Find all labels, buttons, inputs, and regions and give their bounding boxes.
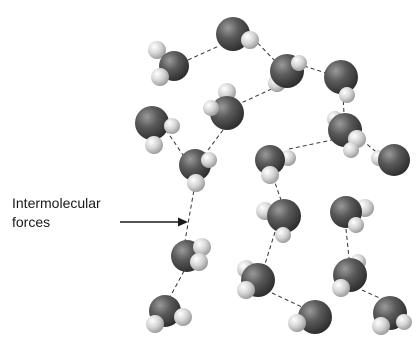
annotation-label-line2: forces [12, 214, 51, 230]
water-molecule [330, 196, 374, 233]
water-molecule [372, 296, 412, 335]
hydrogen-bond-line [204, 129, 224, 155]
water-molecule [371, 144, 410, 176]
water-molecules [135, 17, 412, 335]
hydrogen-atom [151, 68, 169, 86]
water-molecule [324, 60, 358, 103]
hydrogen-atom [343, 142, 359, 158]
hydrogen-atom [332, 279, 350, 297]
annotation-arrow [120, 217, 188, 227]
hydrogen-atom [261, 166, 279, 184]
hydrogen-atom [145, 136, 163, 154]
hydrogen-atom [193, 238, 211, 256]
hydrogen-bond-line [165, 129, 184, 156]
hydrogen-bond-line [184, 183, 196, 242]
hydrogen-atom [275, 227, 291, 243]
hydrogen-bond-line [187, 45, 220, 61]
water-molecule [268, 54, 307, 92]
water-molecule [255, 145, 296, 184]
hydrogen-bond-line [303, 65, 327, 74]
hydrogen-atom [237, 281, 255, 299]
oxygen-atom [135, 106, 169, 140]
water-molecule [135, 106, 180, 154]
hydrogen-bond-line [264, 231, 276, 265]
annotation-label-line1: Intermolecular [12, 195, 101, 211]
water-molecule [332, 254, 367, 297]
hydrogen-atom [348, 217, 364, 233]
hydrogen-atom [203, 100, 219, 116]
hydrogen-bond-line [288, 139, 333, 150]
hydrogen-atom [148, 41, 166, 59]
arrow-head [178, 217, 188, 227]
oxygen-atom [267, 199, 301, 233]
hydrogen-atom [146, 315, 164, 333]
water-molecule [216, 17, 259, 51]
hydrogen-atom [164, 118, 180, 134]
water-molecule [146, 295, 192, 333]
hydrogen-atom [339, 87, 355, 103]
hydrogen-atom [187, 174, 205, 192]
hydrogen-bond-line [361, 289, 385, 301]
hydrogen-bond-line [345, 228, 350, 259]
water-molecule [288, 300, 332, 334]
oxygen-atom [298, 300, 332, 334]
hydrogen-bond-line [169, 270, 185, 298]
oxygen-atom [378, 144, 410, 176]
water-molecule [171, 238, 211, 272]
oxygen-atom [255, 145, 285, 175]
hydrogen-atom [241, 31, 259, 49]
water-molecule [203, 83, 244, 130]
hydrogen-atom [291, 55, 307, 71]
water-molecule [327, 111, 366, 158]
hydrogen-atom [174, 308, 192, 326]
water-molecule [256, 199, 301, 243]
water-molecule [237, 260, 275, 299]
hydrogen-atom [190, 253, 208, 271]
water-molecule [148, 41, 189, 86]
hydrogen-atom [201, 152, 217, 168]
oxygen-atom [210, 96, 244, 130]
hydrogen-atom [288, 314, 306, 332]
water-molecule [179, 149, 217, 192]
hydrogen-bond-line [271, 292, 303, 308]
hydrogen-atom [396, 314, 412, 330]
oxygen-atom [324, 60, 358, 94]
hydrogen-atom [218, 83, 236, 101]
hydrogen-atom [372, 317, 390, 335]
